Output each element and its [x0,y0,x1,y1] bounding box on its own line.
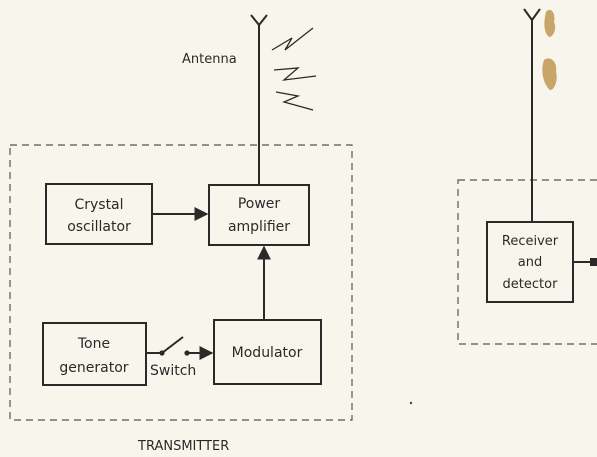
receiver-antenna [523,8,541,221]
paper-speck [409,401,413,405]
switch-label: Switch [150,363,196,379]
transmitter-label: TRANSMITTER [137,439,229,454]
receiver-output-arrow-tip [590,258,597,266]
transmitter-antenna [250,14,268,185]
tone-generator-line-2: generator [59,360,128,376]
radio-wave-icon [271,27,317,111]
crystal-oscillator-block: Crystal oscillator [45,183,153,245]
switch-icon [146,336,214,360]
crystal-oscillator-line-1: Crystal [74,197,123,213]
receiver-line-3: detector [503,277,559,292]
receiver-detector-block: Receiver and detector [486,221,574,303]
tone-generator-line-1: Tone [77,336,110,352]
modulator-label: Modulator [232,345,303,361]
receiver-line-1: Receiver [502,234,559,249]
power-amplifier-line-2: amplifier [228,219,290,235]
paper-stain [542,9,557,90]
receiver-line-2: and [518,255,542,270]
power-amplifier-line-1: Power [238,196,281,212]
modulator-block: Modulator [213,319,322,385]
antenna-label: Antenna [182,52,237,67]
transmitter-boundary [9,144,353,421]
crystal-oscillator-line-2: oscillator [67,219,131,235]
power-amplifier-block: Power amplifier [208,184,310,246]
tone-generator-block: Tone generator [42,322,147,386]
